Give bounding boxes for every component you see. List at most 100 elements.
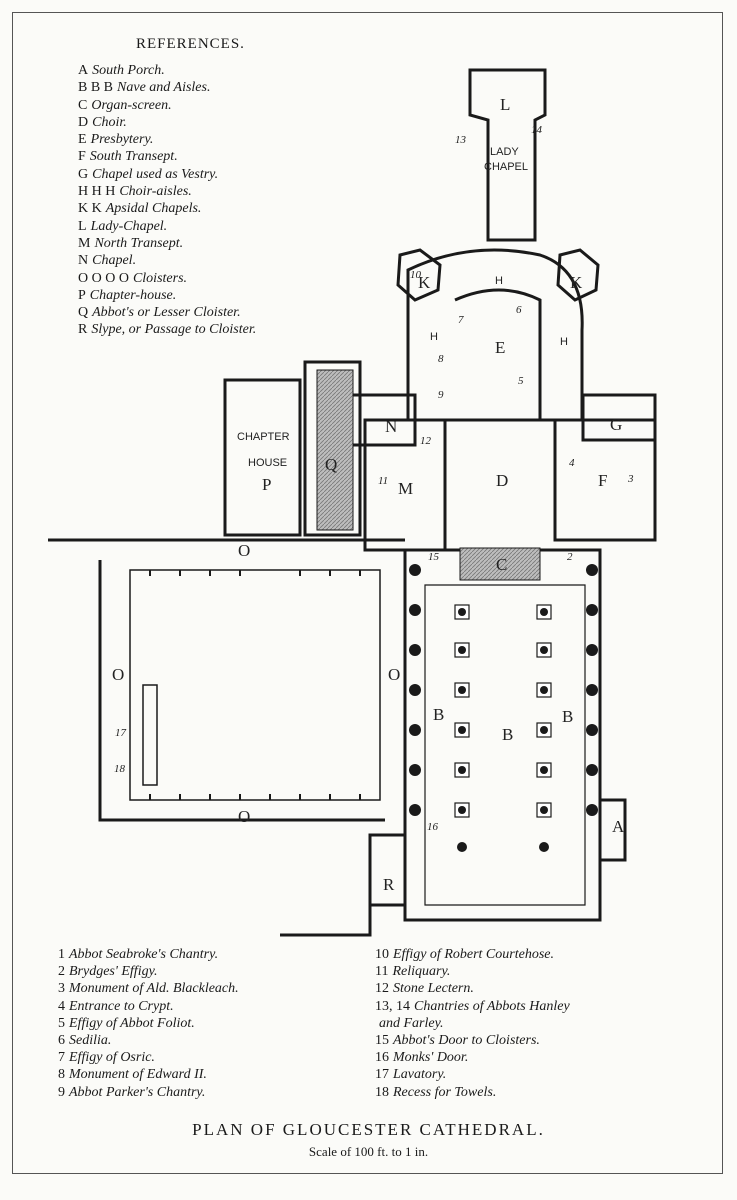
legend-key: 5 — [58, 1015, 65, 1031]
legend-text: Lavatory. — [393, 1067, 447, 1083]
ambulatory-walls — [406, 248, 584, 422]
label-lady-chapel-L: L — [500, 95, 510, 114]
legend-text: Abbot Parker's Chantry. — [69, 1084, 206, 1100]
num-3: 3 — [627, 473, 634, 485]
reference-text: Chapter-house. — [89, 287, 177, 303]
legend-text: Monument of Edward II. — [69, 1067, 207, 1083]
legend-text: and Farley. — [379, 1015, 444, 1031]
reference-text: Slype, or Passage to Cloister. — [91, 322, 257, 338]
reference-key: P — [78, 287, 86, 303]
num-2: 2 — [567, 551, 573, 563]
label-K-south: K — [570, 273, 583, 292]
reference-text: Nave and Aisles. — [117, 80, 211, 96]
label-R: R — [383, 875, 395, 894]
legend-key: 13, 14 — [375, 998, 410, 1014]
legend-text: Effigy of Abbot Foliot. — [69, 1015, 195, 1031]
legend-key: 3 — [58, 981, 65, 997]
reference-key: D — [78, 114, 89, 130]
reference-key: R — [78, 322, 88, 338]
column-cores — [457, 608, 549, 852]
reference-key: K K — [78, 201, 102, 217]
legend-text: Effigy of Osric. — [69, 1050, 155, 1066]
label-P: P — [262, 475, 271, 494]
label-H-south: H — [560, 336, 568, 348]
apsidal-chapel-north — [396, 248, 442, 302]
label-house: HOUSE — [248, 457, 287, 469]
label-D: D — [496, 471, 508, 490]
label-E: E — [495, 338, 505, 357]
label-M: M — [398, 479, 413, 498]
num-14: 14 — [531, 124, 543, 136]
cloister-garth — [129, 569, 381, 801]
label-lady-1: LADY — [490, 146, 519, 158]
reference-text: Organ-screen. — [91, 97, 172, 113]
num-10: 10 — [410, 269, 422, 281]
legend-text: Brydges' Effigy. — [69, 964, 158, 980]
nave-piers — [409, 564, 598, 816]
south-porch-walls — [600, 798, 627, 862]
reference-key: F — [78, 149, 86, 165]
num-12: 12 — [420, 435, 432, 447]
legend-text: Sedilia. — [69, 1033, 112, 1049]
reference-text: North Transept. — [94, 235, 184, 251]
reference-key: G — [78, 166, 89, 182]
lesser-cloister-walls — [303, 360, 362, 537]
reference-key: M — [78, 235, 91, 251]
label-G: G — [610, 415, 622, 434]
reference-key: E — [78, 132, 87, 148]
label-Q: Q — [325, 455, 337, 474]
legend-key: 8 — [58, 1067, 65, 1083]
label-H-east: H — [495, 275, 503, 287]
presbytery-apse — [454, 288, 542, 420]
legend-text: Abbot Seabroke's Chantry. — [69, 947, 219, 962]
label-B-south: B — [562, 707, 573, 726]
legend-key: 1 — [58, 947, 65, 962]
num-15: 15 — [428, 551, 440, 563]
label-lady-2: CHAPEL — [484, 161, 528, 173]
num-18: 18 — [114, 763, 126, 775]
num-16: 16 — [427, 821, 439, 833]
label-A: A — [612, 817, 625, 836]
reference-key: O O O O — [78, 270, 129, 286]
reference-text: South Transept. — [89, 149, 178, 165]
references-title: REFERENCES. — [136, 36, 245, 52]
legend-key: 17 — [375, 1067, 389, 1083]
legend-text: Abbot's Door to Cloisters. — [393, 1033, 540, 1049]
reference-key: B B B — [78, 80, 114, 96]
slype-passage — [280, 905, 372, 937]
organ-screen — [459, 547, 541, 581]
label-H-north: H — [430, 331, 438, 343]
nave-inner — [424, 584, 586, 906]
legend-text: Recess for Towels. — [393, 1084, 497, 1100]
label-C: C — [496, 555, 507, 574]
legend-text: Entrance to Crypt. — [69, 998, 174, 1014]
legend-key: 16 — [375, 1050, 389, 1066]
num-11: 11 — [378, 475, 388, 487]
legend-key: 18 — [375, 1084, 389, 1100]
legend-key: 2 — [58, 964, 65, 980]
legend-key: 11 — [375, 964, 389, 980]
reference-key: C — [78, 97, 88, 113]
